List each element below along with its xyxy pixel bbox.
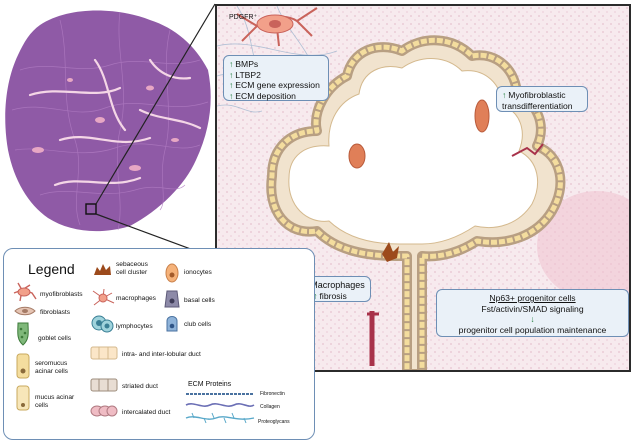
legend-collagen: Collagen — [260, 404, 280, 410]
legend-basal-cells: basal cells — [184, 297, 215, 304]
callout-np63-progenitor-cells: Np63+ progenitor cells Fst/activin/SMAD … — [436, 289, 629, 337]
legend-proteoglycans: Proteoglycans — [258, 419, 290, 425]
macrophage-cell — [382, 242, 399, 262]
m2-macrophages-title: M2 Macrophages — [295, 280, 365, 290]
callout-myofibroblastic-transdifferentiation: ↑Myofibroblastic transdifferentiation — [496, 86, 588, 112]
pdgfr-label: PDGFR⁺ — [229, 14, 258, 21]
myofibroblastic-line2: transdifferentiation — [502, 100, 573, 111]
legend-fibroblasts: fibroblasts — [40, 309, 71, 316]
legend-fibronectin: Fibronectin — [260, 391, 285, 397]
histology-tissue-image — [5, 10, 211, 232]
signal-item-bmps: BMPs — [235, 59, 259, 69]
legend-ionocytes: ionocytes — [184, 269, 212, 276]
fibronectin-icon — [186, 393, 254, 395]
callout-signaling-upregulation: ↑BMPs ↑LTBP2 ↑ECM gene expression ↑ECM d… — [223, 55, 329, 101]
arrow-up-icon: ↑ — [229, 59, 234, 69]
legend-seromucus-line2: acinar cells — [35, 368, 68, 375]
arrow-up-icon: ↑ — [229, 80, 234, 90]
club-cell-icon — [166, 316, 178, 332]
arrow-up-icon: ↑ — [229, 69, 234, 80]
collagen-icon — [185, 403, 255, 407]
proteoglycans-icon — [185, 412, 255, 424]
legend-title: Legend — [28, 261, 75, 277]
arrow-down-icon: ↓ — [530, 314, 535, 324]
legend-intercalated-duct: intercalated duct — [122, 409, 171, 416]
legend-seromucus-line1: seromucus — [35, 360, 68, 367]
np63-signaling: Fst/activin/SMAD signaling — [481, 303, 584, 314]
legend-club-cells: club cells — [184, 321, 212, 328]
arrow-up-icon: ↑ — [502, 90, 507, 100]
seromucus-acinar-cell-icon — [16, 353, 30, 379]
m2-macrophages-fibrosis: fibrosis — [319, 290, 347, 301]
sebaceous-cell-cluster-icon — [94, 264, 111, 275]
legend-box: Legend myofibroblasts fibroblasts goblet… — [3, 248, 315, 440]
myofibroblastic-line1: Myofibroblastic — [508, 90, 566, 100]
signal-item-ltbp2: LTBP2 — [235, 69, 261, 80]
legend-striated-duct: striated duct — [122, 383, 158, 390]
macrophage-icon — [92, 288, 115, 306]
intralobular-duct-icon — [90, 346, 118, 360]
lymphocyte-icon — [91, 315, 114, 333]
legend-myofibroblasts: myofibroblasts — [40, 291, 83, 298]
myofibroblast-cell — [236, 7, 490, 169]
legend-sebaceous-line2: cell cluster — [116, 269, 148, 276]
arrow-up-icon: ↑ — [313, 290, 318, 301]
fibroblast-icon — [14, 306, 36, 316]
intercalated-duct-icon — [90, 405, 118, 417]
zoom-region-box — [85, 203, 97, 215]
basal-cell-icon — [164, 290, 180, 308]
signal-item-ecm-deposition: ECM deposition — [235, 90, 296, 101]
blood-vessel — [367, 143, 544, 366]
legend-lymphocytes: lymphocytes — [116, 323, 153, 330]
tissue-blob-right — [537, 191, 629, 301]
signal-item-ecm-gene-expression: ECM gene expression — [235, 80, 320, 90]
ionocyte-icon — [165, 263, 179, 283]
mucus-acinar-cell-icon — [16, 385, 30, 411]
ecm-proteins-title: ECM Proteins — [188, 381, 232, 388]
legend-mucus-line2: cells — [35, 402, 49, 409]
striated-duct-icon — [90, 378, 118, 392]
arrow-up-icon: ↑ — [229, 90, 234, 101]
np63-title: Np63+ progenitor cells — [489, 293, 576, 303]
legend-intra-inter-lobular-duct: intra- and inter-lobular duct — [122, 351, 201, 358]
legend-goblet-cells: goblet cells — [38, 335, 71, 342]
legend-mucus-line1: mucus acinar — [35, 394, 75, 401]
myofibroblast-icon — [13, 282, 37, 302]
np63-maintenance: progenitor cell population maintenance — [458, 324, 607, 335]
legend-sebaceous-line1: sebaceous — [116, 261, 148, 268]
legend-macrophages: macrophages — [116, 295, 156, 302]
goblet-cell-icon — [17, 322, 29, 346]
